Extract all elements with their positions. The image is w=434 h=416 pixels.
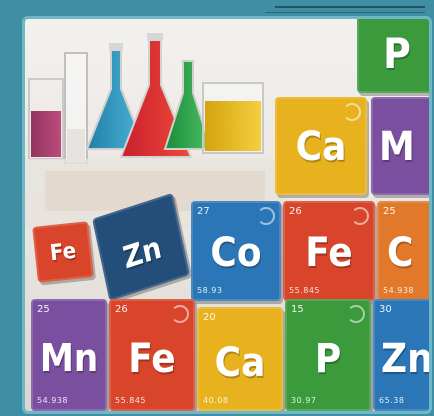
tile-symbol: C xyxy=(387,230,414,276)
clear-cylinder xyxy=(64,52,88,164)
purple-beaker xyxy=(28,78,64,160)
swirl-icon xyxy=(343,103,361,121)
atomic-mass: 55.845 xyxy=(115,396,146,405)
atomic-mass: 30.97 xyxy=(291,396,317,405)
atomic-mass: 65.38 xyxy=(379,396,405,405)
tile-ca-mid: Ca xyxy=(275,97,367,195)
tile-symbol: Zn xyxy=(120,230,165,277)
tile-fe-small: Fe xyxy=(32,221,94,283)
chemistry-photo: P Ca M Fe Zn 27 Co 58.93 26 Fe 55.845 xyxy=(22,16,432,414)
tile-symbol: P xyxy=(383,29,411,78)
swirl-icon xyxy=(347,305,365,323)
swirl-icon xyxy=(351,207,369,225)
tile-p-top: P xyxy=(357,19,429,93)
tile-m-mid: M xyxy=(371,97,429,195)
tile-ca-bottom: 20 Ca 40.08 xyxy=(197,307,283,411)
atomic-number: 25 xyxy=(383,206,396,217)
tile-symbol: Fe xyxy=(128,336,176,382)
tile-symbol: Mn xyxy=(39,336,99,380)
tile-fe-mid: 26 Fe 55.845 xyxy=(283,201,375,301)
atomic-number: 25 xyxy=(37,304,50,315)
tile-fe-bottom: 26 Fe 55.845 xyxy=(109,299,195,411)
atomic-mass: 54.938 xyxy=(383,286,414,295)
tile-symbol: Fe xyxy=(48,238,78,267)
atomic-number: 15 xyxy=(291,304,304,315)
atomic-mass: 40.08 xyxy=(203,396,229,405)
top-rule-line-2 xyxy=(265,12,425,13)
tile-symbol: Fe xyxy=(305,230,353,276)
swirl-icon xyxy=(171,305,189,323)
atomic-number: 26 xyxy=(289,206,302,217)
tile-symbol: Zn xyxy=(381,336,432,382)
tile-symbol: Ca xyxy=(214,340,266,386)
swirl-icon xyxy=(257,207,275,225)
atomic-number: 20 xyxy=(203,312,216,323)
tile-symbol: Co xyxy=(210,230,262,276)
tile-mn: 25 Mn 54.938 xyxy=(31,299,107,411)
tile-p-bottom: 15 P 30.97 xyxy=(285,299,371,411)
yellow-beaker xyxy=(202,82,264,154)
atomic-number: 27 xyxy=(197,206,210,217)
tile-symbol: M xyxy=(379,124,415,170)
tile-symbol: P xyxy=(314,336,342,382)
tile-c-right: 25 C 54.938 xyxy=(377,201,429,301)
atomic-number: 26 xyxy=(115,304,128,315)
atomic-mass: 55.845 xyxy=(289,286,320,295)
tile-co: 27 Co 58.93 xyxy=(191,201,281,301)
top-rule-line xyxy=(275,6,425,8)
atomic-mass: 58.93 xyxy=(197,286,223,295)
tile-zn-bottom: 30 Zn 65.38 xyxy=(373,299,432,411)
atomic-number: 30 xyxy=(379,304,392,315)
atomic-mass: 54.938 xyxy=(37,396,68,405)
tile-symbol: Ca xyxy=(295,124,347,170)
